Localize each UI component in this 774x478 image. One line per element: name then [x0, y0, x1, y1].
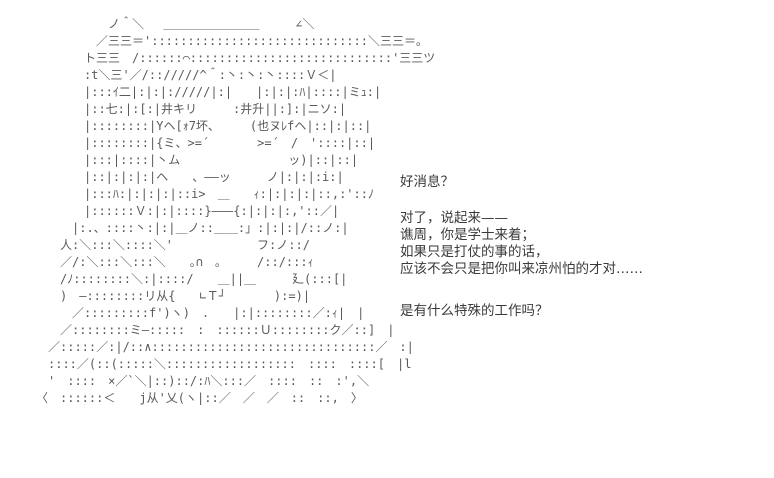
dialogue-paragraph: 好消息？ — [400, 174, 454, 190]
dialogue-paragraph: 是有什么特殊的工作吗？ — [400, 303, 549, 319]
dialogue-paragraph: 对了，说起来—— 谯周，你是学士来着； 如果只是打仗的事的话， 应该不会只是把你… — [400, 210, 643, 277]
ascii-art-character: ノ＾＼ ＿＿＿＿＿＿＿＿ ∠＼ ／三三＝':::::::::::::::::::… — [36, 17, 436, 405]
dialogue-text: 好消息？ 对了，说起来—— 谯周，你是学士来着； 如果只是打仗的事的话， 应该不… — [400, 174, 765, 339]
